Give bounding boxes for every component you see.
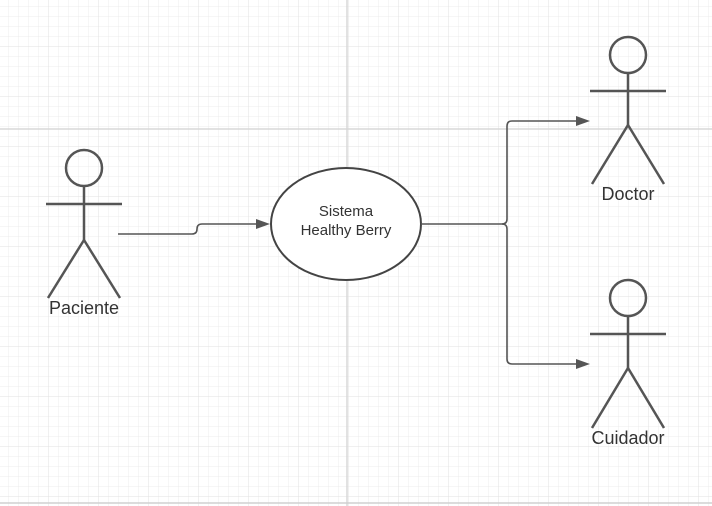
- actor-cuidador[interactable]: Cuidador: [590, 278, 666, 448]
- connector-paciente-to-usecase[interactable]: [118, 219, 270, 235]
- arrowhead: [576, 359, 590, 369]
- connector-usecase-to-cuidador[interactable]: [501, 223, 590, 369]
- arrowhead: [256, 219, 270, 229]
- arrowhead: [576, 116, 590, 126]
- actor-doctor[interactable]: Doctor: [590, 35, 666, 204]
- usecase-sistema-healthy-berry[interactable]: Sistema Healthy Berry: [270, 167, 422, 281]
- actor-paciente[interactable]: Paciente: [46, 148, 122, 318]
- actor-paciente-label: Paciente: [49, 298, 119, 318]
- usecase-label-line2: Healthy Berry: [301, 222, 392, 239]
- actor-doctor-label: Doctor: [601, 184, 654, 204]
- actor-cuidador-label: Cuidador: [591, 428, 664, 448]
- usecase-label-line1: Sistema: [319, 203, 374, 220]
